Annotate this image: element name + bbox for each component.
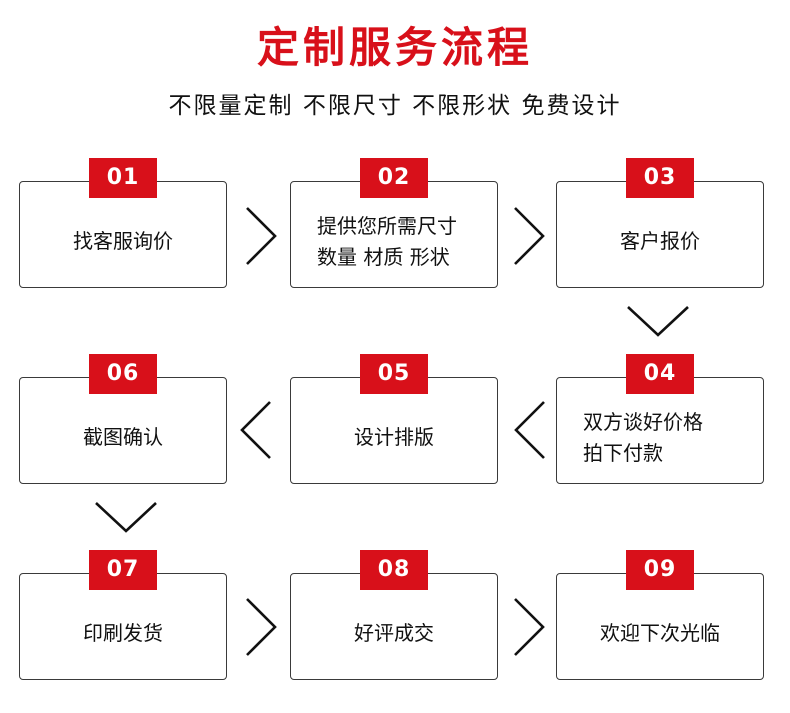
step-label: 客户报价 — [620, 229, 700, 253]
step-label: 双方谈好价格 拍下付款 — [583, 409, 703, 465]
step-number-badge: 05 — [360, 354, 428, 394]
chevron-right-icon — [511, 205, 547, 267]
chevron-right-icon — [243, 205, 279, 267]
step-label: 提供您所需尺寸 数量 材质 形状 — [317, 213, 457, 269]
step-label: 好评成交 — [354, 621, 434, 645]
step-07: 07 印刷发货 — [19, 550, 227, 680]
step-number-badge: 02 — [360, 158, 428, 198]
step-number-badge: 03 — [626, 158, 694, 198]
chevron-left-icon — [512, 399, 548, 461]
step-09: 09 欢迎下次光临 — [556, 550, 764, 680]
chevron-left-icon — [238, 399, 274, 461]
chevron-down-icon — [93, 499, 159, 535]
chevron-right-icon — [511, 596, 547, 658]
step-label: 找客服询价 — [73, 229, 173, 253]
step-label: 截图确认 — [83, 425, 163, 449]
step-label: 设计排版 — [354, 425, 434, 449]
page-title: 定制服务流程 — [256, 23, 533, 72]
step-number-badge: 01 — [89, 158, 157, 198]
step-label: 欢迎下次光临 — [600, 621, 720, 645]
step-03: 03 客户报价 — [556, 158, 764, 288]
step-number-badge: 04 — [626, 354, 694, 394]
step-number-badge: 07 — [89, 550, 157, 590]
step-02: 02 提供您所需尺寸 数量 材质 形状 — [290, 158, 498, 288]
step-08: 08 好评成交 — [290, 550, 498, 680]
step-06: 06 截图确认 — [19, 354, 227, 484]
step-label: 印刷发货 — [83, 621, 163, 645]
step-number-badge: 09 — [626, 550, 694, 590]
step-01: 01 找客服询价 — [19, 158, 227, 288]
page-subtitle: 不限量定制 不限尺寸 不限形状 免费设计 — [168, 93, 622, 119]
step-04: 04 双方谈好价格 拍下付款 — [556, 354, 764, 484]
step-number-badge: 06 — [89, 354, 157, 394]
chevron-right-icon — [243, 596, 279, 658]
step-05: 05 设计排版 — [290, 354, 498, 484]
chevron-down-icon — [625, 303, 691, 339]
step-number-badge: 08 — [360, 550, 428, 590]
